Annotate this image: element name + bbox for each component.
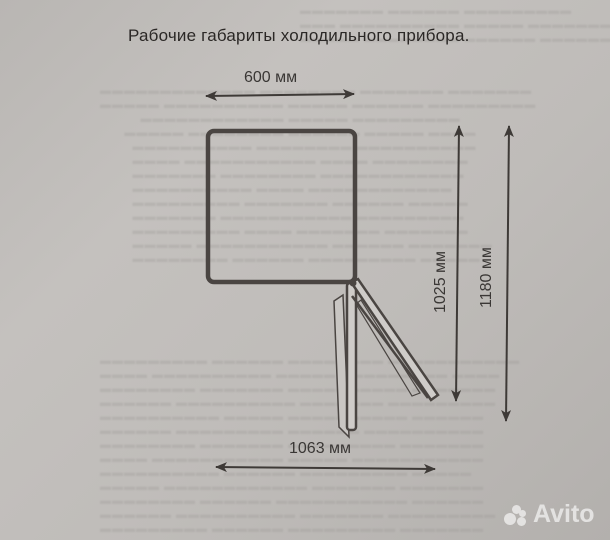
depth-closed-label: 1025 мм xyxy=(432,250,449,313)
avito-watermark: Avito xyxy=(504,500,595,529)
door-swung-open xyxy=(349,277,440,402)
open-width-label: 1063 мм xyxy=(289,440,352,457)
background-bleed-text: ▬▬▬▬▬▬▬▬▬▬▬▬▬ ▬▬▬▬▬▬▬▬ ▬▬▬▬▬▬▬ ▬▬▬▬▬▬▬ ▬… xyxy=(100,85,537,265)
door-vertical-frame xyxy=(345,281,358,432)
hinge-icon xyxy=(349,279,357,287)
door-inner-panel xyxy=(333,293,350,439)
watermark-text: Avito xyxy=(533,500,595,528)
open-width-arrow xyxy=(215,462,436,474)
depth-open-label: 1180 мм xyxy=(478,247,495,308)
depth-open-arrow xyxy=(501,125,514,422)
avito-logo-icon xyxy=(504,504,530,526)
fridge-body-outline xyxy=(205,128,358,285)
background-bleed-text: ▬▬▬▬▬▬▬▬▬ ▬▬▬▬▬▬ ▬▬▬▬▬▬▬▬ ▬▬▬▬▬▬▬▬▬▬▬ ▬▬… xyxy=(100,355,521,535)
diagram-title: Рабочие габариты холодильного прибора. xyxy=(128,26,470,45)
depth-closed-arrow xyxy=(451,125,464,402)
background-bleed-text: ▬▬▬▬▬▬▬ ▬▬▬▬▬▬ ▬▬▬▬▬▬▬▬▬ ▬▬▬ ▬▬▬▬▬▬▬▬▬▬ … xyxy=(300,5,610,45)
width-arrow xyxy=(205,89,355,101)
width-label: 600 мм xyxy=(244,69,298,86)
